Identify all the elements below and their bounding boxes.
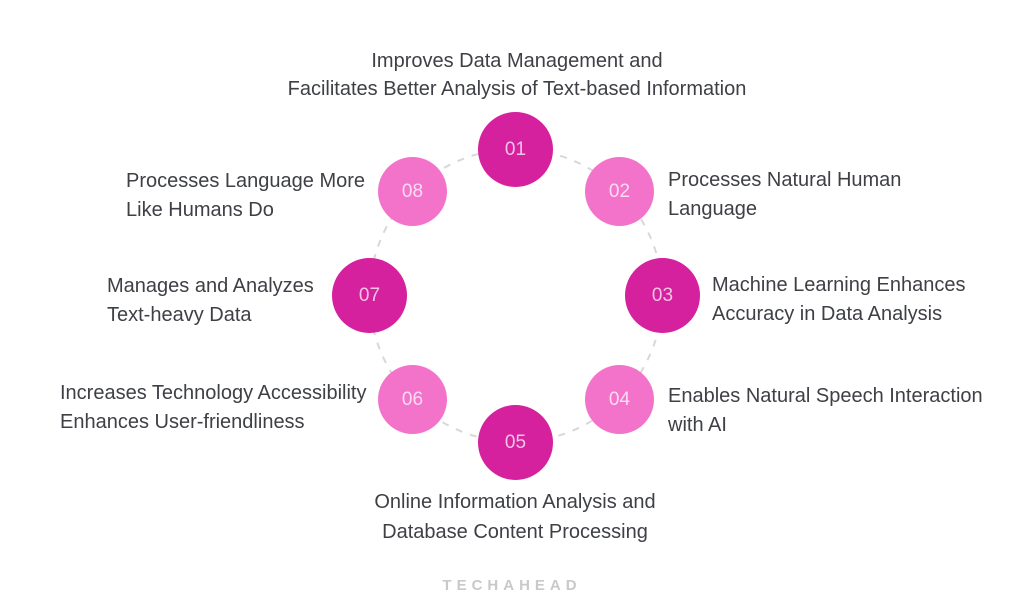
label-line: Language: [668, 198, 757, 220]
node-06-circle: 06: [378, 365, 447, 434]
label-line: Like Humans Do: [126, 199, 274, 221]
label-line: Manages and Analyzes: [107, 275, 314, 297]
label-line: Database Content Processing: [382, 521, 648, 543]
label-line: Increases Technology Accessibility: [60, 382, 367, 404]
node-01-circle: 01: [478, 112, 553, 187]
node-04-number: 04: [608, 388, 631, 410]
brand-logo: TECHAHEAD: [442, 577, 582, 594]
node-06-number: 06: [401, 388, 424, 410]
node-04-label: Enables Natural Speech Interaction with …: [668, 382, 983, 440]
label-line: Machine Learning Enhances: [712, 274, 966, 296]
node-02-number: 02: [608, 180, 631, 202]
node-02-circle: 02: [585, 157, 654, 226]
node-08-label: Processes Language More Like Humans Do: [126, 167, 365, 225]
label-line: Text-heavy Data: [107, 304, 252, 326]
label-line: Processes Language More: [126, 170, 366, 192]
label-line: Enhances User-friendliness: [60, 411, 305, 433]
node-07-circle: 07: [332, 258, 407, 333]
label-line: Enables Natural Speech Interaction: [668, 385, 983, 407]
node-08-number: 08: [401, 180, 424, 202]
node-04-circle: 04: [585, 365, 654, 434]
node-06-label: Increases Technology Accessibility Enhan…: [60, 379, 366, 437]
label-line: Improves Data Management and: [371, 50, 663, 72]
node-03-circle: 03: [625, 258, 700, 333]
node-03-label: Machine Learning Enhances Accuracy in Da…: [712, 271, 966, 329]
node-05-number: 05: [504, 431, 527, 453]
node-01-number: 01: [504, 138, 527, 160]
node-07-label: Manages and Analyzes Text-heavy Data: [107, 272, 314, 330]
node-07-number: 07: [358, 284, 381, 306]
label-line: Facilitates Better Analysis of Text-base…: [287, 78, 747, 100]
node-03-number: 03: [651, 284, 674, 306]
label-line: Online Information Analysis and: [374, 491, 656, 513]
node-02-label: Processes Natural Human Language: [668, 166, 901, 224]
node-05-circle: 05: [478, 405, 553, 480]
node-05-label: Online Information Analysis and Database…: [374, 487, 655, 547]
label-line: with AI: [668, 414, 727, 436]
node-01-label: Improves Data Management and Facilitates…: [288, 47, 747, 103]
node-08-circle: 08: [378, 157, 447, 226]
label-line: Accuracy in Data Analysis: [712, 303, 943, 325]
label-line: Processes Natural Human: [668, 169, 902, 191]
